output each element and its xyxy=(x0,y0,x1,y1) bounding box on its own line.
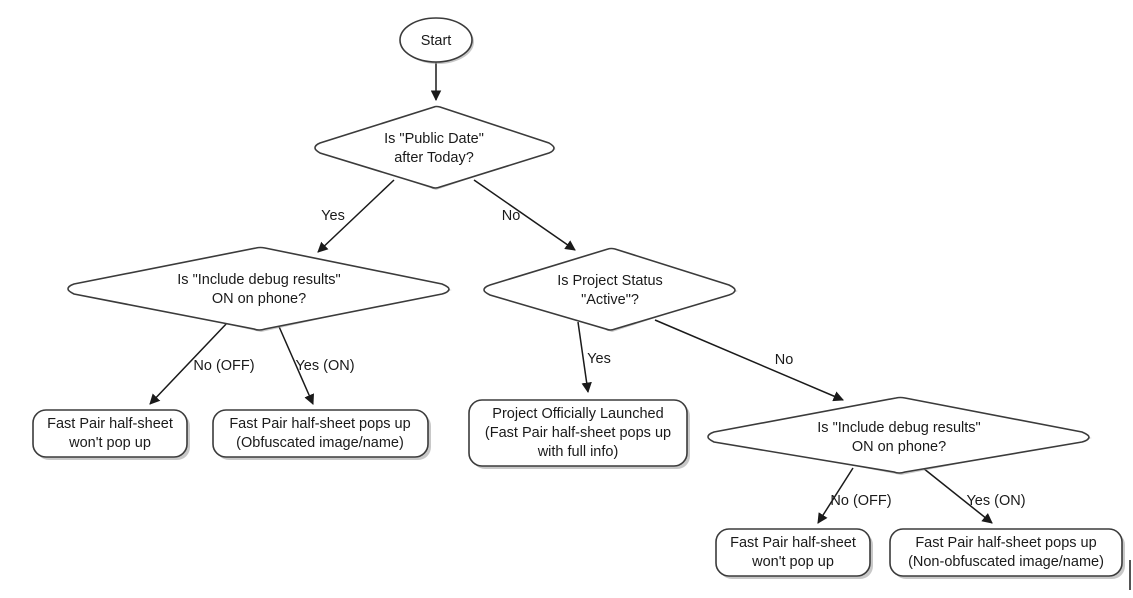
node-public-date-decision[interactable]: Is "Public Date" after Today? xyxy=(314,105,556,191)
debug-left-label-line1: Is "Include debug results" xyxy=(177,272,340,288)
edge-project-status-yes xyxy=(577,321,592,394)
right-yes-result-line1: Fast Pair half-sheet pops up xyxy=(915,535,1096,551)
public-date-label-line1: Is "Public Date" xyxy=(384,131,484,147)
edge-public-date-no xyxy=(473,179,576,251)
left-no-result-line2: won't pop up xyxy=(68,435,151,451)
debug-right-label-line2: ON on phone? xyxy=(852,439,946,455)
right-no-result-box xyxy=(715,528,871,577)
launched-result-line3: with full info) xyxy=(537,444,619,460)
edge-project-status-no xyxy=(654,319,844,402)
edge-label-debug-left-no: No (OFF) xyxy=(193,358,254,374)
right-yes-result-line2: (Non-obfuscated image/name) xyxy=(908,554,1104,570)
start-ellipse xyxy=(399,17,473,63)
right-no-result-line1: Fast Pair half-sheet xyxy=(730,535,856,551)
edge-debug-right-yes xyxy=(922,467,993,524)
left-no-result-box xyxy=(32,409,188,458)
edge-labels-layer: Yes No No (OFF) Yes (ON) Yes No No (OFF)… xyxy=(193,208,1025,509)
edge-public-date-yes xyxy=(317,179,395,253)
edge-debug-right-no xyxy=(817,467,854,524)
project-status-diamond xyxy=(483,247,736,331)
right-no-result-line2: won't pop up xyxy=(751,554,834,570)
node-debug-right-decision[interactable]: Is "Include debug results" ON on phone? xyxy=(707,396,1092,476)
edge-label-public-date-no: No xyxy=(502,208,521,224)
public-date-diamond xyxy=(314,105,555,189)
left-yes-result-box xyxy=(212,409,429,458)
project-status-label-line1: Is Project Status xyxy=(557,273,663,289)
public-date-label-line2: after Today? xyxy=(394,150,474,166)
left-yes-result-line1: Fast Pair half-sheet pops up xyxy=(229,416,410,432)
edge-label-debug-left-yes: Yes (ON) xyxy=(295,358,354,374)
node-left-no-result[interactable]: Fast Pair half-sheet won't pop up xyxy=(32,409,190,460)
edge-label-project-status-no: No xyxy=(775,352,794,368)
edges-layer xyxy=(149,62,993,524)
debug-left-label-line2: ON on phone? xyxy=(212,291,306,307)
node-start[interactable]: Start xyxy=(399,17,474,64)
launched-result-box xyxy=(468,399,688,467)
edge-label-debug-right-yes: Yes (ON) xyxy=(966,493,1025,509)
start-label: Start xyxy=(421,33,452,49)
edge-label-public-date-yes: Yes xyxy=(321,208,345,224)
left-no-result-line1: Fast Pair half-sheet xyxy=(47,416,173,432)
node-left-yes-result[interactable]: Fast Pair half-sheet pops up (Obfuscated… xyxy=(212,409,431,460)
debug-right-label-line1: Is "Include debug results" xyxy=(817,420,980,436)
left-yes-result-line2: (Obfuscated image/name) xyxy=(236,435,404,451)
node-project-status-decision[interactable]: Is Project Status "Active"? xyxy=(483,247,738,333)
node-launched-result[interactable]: Project Officially Launched (Fast Pair h… xyxy=(468,399,690,469)
right-yes-result-box xyxy=(889,528,1123,577)
edge-label-debug-right-no: No (OFF) xyxy=(830,493,891,509)
edge-debug-left-yes xyxy=(276,321,315,405)
edge-label-project-status-yes: Yes xyxy=(587,351,611,367)
debug-right-diamond xyxy=(707,396,1090,474)
node-debug-left-decision[interactable]: Is "Include debug results" ON on phone? xyxy=(67,246,452,333)
project-status-label-line2: "Active"? xyxy=(581,292,639,308)
launched-result-line2: (Fast Pair half-sheet pops up xyxy=(485,425,671,441)
edge-debug-left-no xyxy=(149,321,229,405)
debug-left-diamond xyxy=(67,246,450,331)
launched-result-line1: Project Officially Launched xyxy=(492,406,663,422)
node-right-no-result[interactable]: Fast Pair half-sheet won't pop up xyxy=(715,528,873,579)
node-right-yes-result[interactable]: Fast Pair half-sheet pops up (Non-obfusc… xyxy=(889,528,1125,579)
